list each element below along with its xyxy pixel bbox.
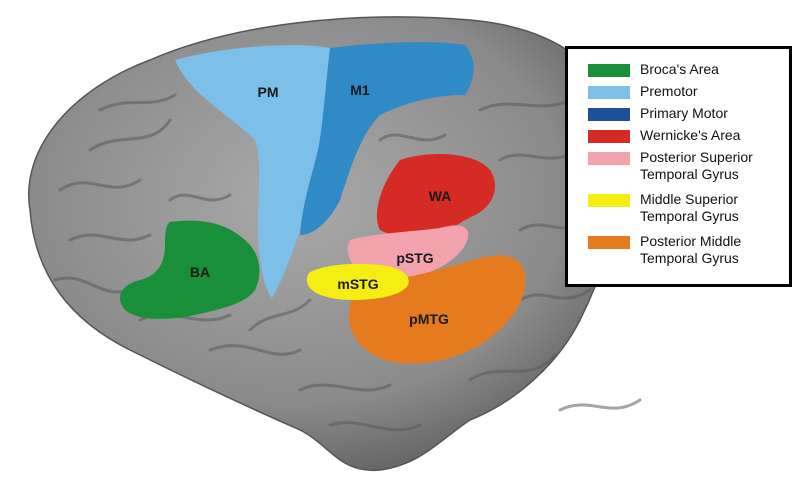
wernicke-region — [376, 154, 495, 238]
legend-label: Posterior Middle Temporal Gyrus — [640, 233, 742, 266]
legend-swatch — [588, 194, 630, 207]
legend: Broca's Area Premotor Primary Motor Wern… — [565, 46, 792, 287]
legend-label: Wernicke's Area — [640, 127, 741, 143]
legend-label: Middle Superior Temporal Gyrus — [640, 191, 739, 224]
legend-label: Primary Motor — [640, 105, 728, 121]
brain-hemisphere — [28, 16, 623, 472]
legend-item-mstg: Middle Superior Temporal Gyrus — [588, 191, 739, 225]
legend-item-pstg: Posterior Superior Temporal Gyrus — [588, 149, 753, 183]
premotor-label: PM — [258, 84, 279, 100]
mstg-region — [306, 263, 409, 300]
broca-label: BA — [190, 264, 210, 280]
legend-item-wernicke: Wernicke's Area — [588, 127, 740, 144]
legend-swatch — [588, 64, 630, 77]
legend-item-premotor: Premotor — [588, 83, 698, 100]
broca-region — [120, 220, 260, 319]
legend-swatch — [588, 108, 630, 121]
legend-item-broca: Broca's Area — [588, 61, 719, 78]
primary-motor-region — [300, 42, 474, 236]
legend-label: Posterior Superior Temporal Gyrus — [640, 149, 753, 182]
legend-swatch — [588, 152, 630, 165]
premotor-region — [175, 45, 330, 298]
legend-label: Premotor — [640, 83, 698, 99]
mstg-label: mSTG — [337, 276, 378, 292]
legend-item-primary-motor: Primary Motor — [588, 105, 728, 122]
legend-label: Broca's Area — [640, 61, 719, 77]
legend-swatch — [588, 86, 630, 99]
wernicke-label: WA — [429, 188, 452, 204]
legend-item-pmtg: Posterior Middle Temporal Gyrus — [588, 233, 741, 267]
legend-swatch — [588, 236, 630, 249]
primary-motor-label: M1 — [350, 82, 370, 98]
pmtg-label: pMTG — [409, 311, 449, 327]
pstg-label: pSTG — [396, 250, 433, 266]
legend-swatch — [588, 130, 630, 143]
